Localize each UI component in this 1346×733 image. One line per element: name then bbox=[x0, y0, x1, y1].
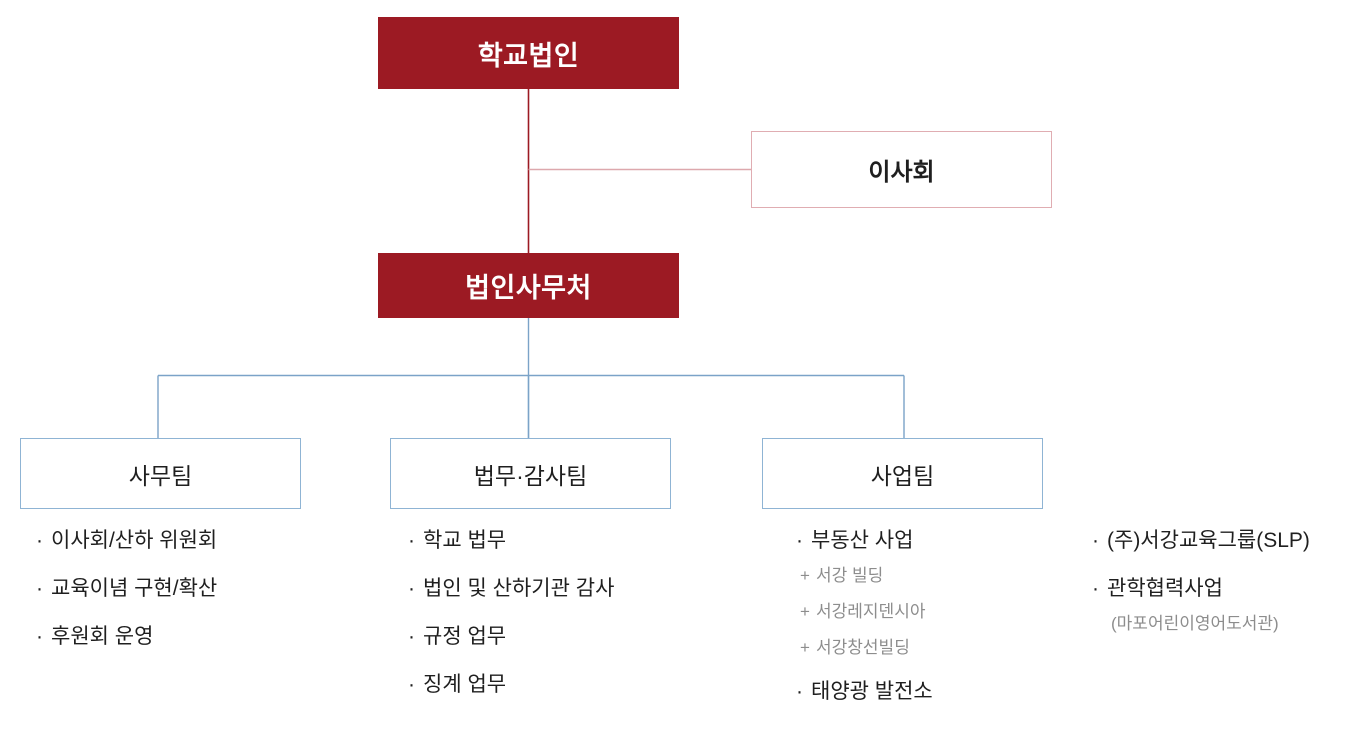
duty-sub-item: + 서강 빌딩 bbox=[796, 565, 1096, 587]
node-team-business-label: 사업팀 bbox=[870, 462, 935, 489]
duty-bullet: · 부동산 사업 bbox=[796, 528, 1096, 555]
duty-sub-item-label: 서강레지덴시아 bbox=[816, 601, 926, 621]
duty-bullet-label: 부동산 사업 bbox=[811, 529, 914, 552]
duty-bullet: · 교육이념 구현/확산 bbox=[36, 576, 336, 603]
bullet-dot-icon: · bbox=[1092, 529, 1099, 552]
duty-bullet-label: (주)서강교육그룹(SLP) bbox=[1107, 529, 1310, 552]
node-team-business[interactable]: 사업팀 bbox=[762, 438, 1043, 509]
node-team-legal-audit[interactable]: 법무·감사팀 bbox=[390, 438, 671, 509]
bullet-dot-icon: · bbox=[408, 672, 415, 696]
node-board-of-directors[interactable]: 이사회 bbox=[751, 131, 1052, 208]
bullet-dot-icon: · bbox=[408, 624, 415, 648]
node-team-legal-audit-label: 법무·감사팀 bbox=[473, 462, 588, 489]
bullet-dot-icon: · bbox=[796, 529, 803, 552]
duty-bullet: · 징계 업무 bbox=[408, 672, 708, 699]
duty-bullet: · 법인 및 산하기관 감사 bbox=[408, 576, 708, 603]
node-board-of-directors-label: 이사회 bbox=[868, 159, 935, 186]
duties-list-business-extra: · (주)서강교육그룹(SLP) · 관학협력사업 (마포어린이영어도서관) bbox=[1092, 528, 1346, 649]
bullet-dot-icon: · bbox=[36, 529, 43, 552]
bullet-dot-icon: · bbox=[36, 624, 43, 648]
duty-bullet: · 규정 업무 bbox=[408, 624, 708, 651]
duty-bullet-label: 규정 업무 bbox=[423, 624, 507, 648]
duty-bullet-label: 법인 및 산하기관 감사 bbox=[423, 576, 615, 600]
duties-list-legal-audit: · 학교 법무 · 법인 및 산하기관 감사 · 규정 업무 · 징계 업무 bbox=[408, 528, 708, 720]
duty-bullet-label: 후원회 운영 bbox=[51, 624, 154, 648]
bullet-dot-icon: · bbox=[1092, 576, 1099, 600]
bullet-dot-icon: · bbox=[796, 680, 803, 704]
duty-sub-item-label: 서강 빌딩 bbox=[816, 565, 884, 585]
bullet-dot-icon: · bbox=[408, 529, 415, 552]
duty-bullet-label: 이사회/산하 위원회 bbox=[51, 529, 218, 552]
plus-icon: + bbox=[800, 565, 810, 585]
duty-sub-item: + 서강창선빌딩 bbox=[796, 637, 1096, 659]
duty-sub-item-label: 서강창선빌딩 bbox=[816, 638, 910, 658]
duty-bullet: · 이사회/산하 위원회 bbox=[36, 528, 336, 555]
node-foundation[interactable]: 학교법인 bbox=[378, 17, 679, 89]
bullet-dot-icon: · bbox=[36, 576, 43, 600]
duty-bullet: · 관학협력사업 bbox=[1092, 576, 1346, 603]
node-corporate-office[interactable]: 법인사무처 bbox=[378, 253, 679, 318]
duty-bullet-label: 교육이념 구현/확산 bbox=[51, 576, 218, 600]
duty-note: (마포어린이영어도서관) bbox=[1111, 613, 1279, 633]
duties-list-business: ·부동산 사업+서강 빌딩+서강레지덴시아+서강창선빌딩·태양광 발전소 bbox=[796, 528, 1096, 727]
duty-bullet-label: 관학협력사업 bbox=[1107, 576, 1223, 600]
duty-bullet-label: 징계 업무 bbox=[423, 672, 507, 696]
node-corporate-office-label: 법인사무처 bbox=[465, 273, 592, 303]
duty-bullet: · (주)서강교육그룹(SLP) bbox=[1092, 528, 1346, 555]
plus-icon: + bbox=[800, 638, 810, 658]
duty-bullet: · 태양광 발전소 bbox=[796, 679, 1096, 706]
node-team-affairs-label: 사무팀 bbox=[128, 462, 193, 489]
node-team-affairs[interactable]: 사무팀 bbox=[20, 438, 301, 509]
duty-bullet-label: 학교 법무 bbox=[423, 529, 507, 552]
duties-list-affairs: · 이사회/산하 위원회 · 교육이념 구현/확산 · 후원회 운영 bbox=[36, 528, 336, 672]
duty-bullet-label: 태양광 발전소 bbox=[811, 680, 933, 704]
duty-bullet: · 학교 법무 bbox=[408, 528, 708, 555]
duty-sub-item: + 서강레지덴시아 bbox=[796, 601, 1096, 623]
bullet-dot-icon: · bbox=[408, 576, 415, 600]
node-foundation-label: 학교법인 bbox=[477, 40, 580, 71]
duty-bullet: · 후원회 운영 bbox=[36, 624, 336, 651]
plus-icon: + bbox=[800, 601, 810, 621]
